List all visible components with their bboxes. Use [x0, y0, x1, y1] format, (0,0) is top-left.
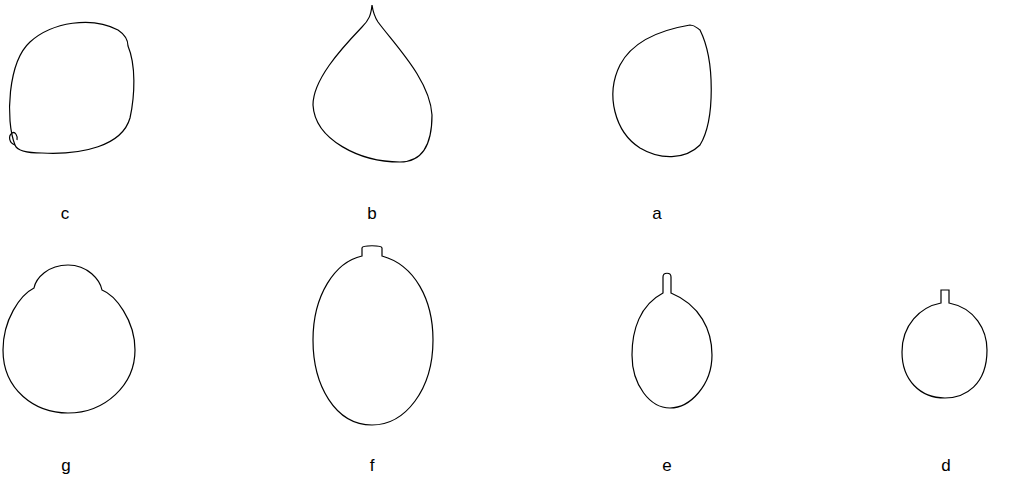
seed-outline: [313, 246, 433, 425]
figure-letter: e: [662, 457, 671, 474]
seed-outline: [902, 290, 987, 398]
seed-hilum: [10, 133, 18, 145]
seed-outline: [632, 273, 712, 408]
figure-letter: g: [61, 457, 70, 474]
figure-letter: d: [941, 457, 950, 474]
seed-outline: [10, 22, 134, 153]
seed-outline: [313, 5, 432, 162]
seed-outline: [3, 265, 135, 413]
figure-letter: b: [367, 205, 376, 222]
figure-letter: f: [370, 457, 375, 474]
figure-letter: a: [652, 205, 661, 222]
figure-letter: c: [61, 205, 70, 222]
seed-outline: [613, 25, 711, 157]
